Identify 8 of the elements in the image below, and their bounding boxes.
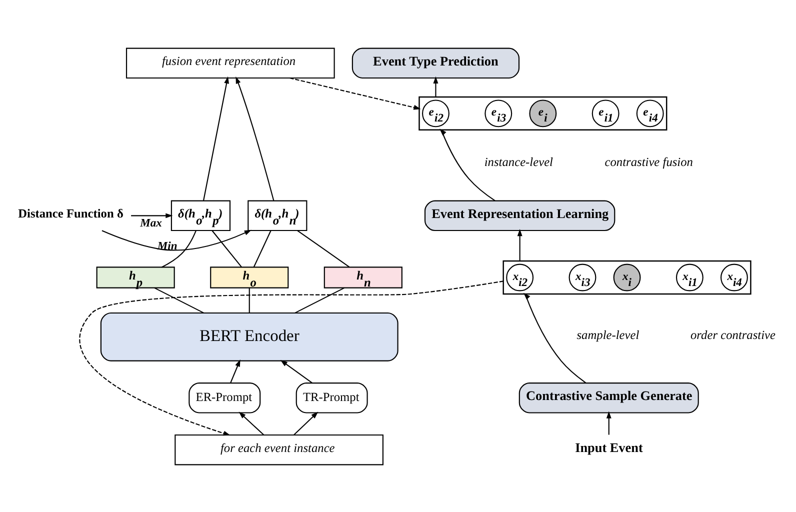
label: contrastive fusion: [604, 154, 693, 168]
label: instance-level: [484, 154, 554, 168]
label: order contrastive: [690, 327, 776, 342]
label: sample-level: [576, 327, 640, 342]
node-text: Distance Function δ: [18, 206, 124, 220]
node-text: Input Event: [575, 440, 643, 455]
edge-label: Max: [140, 217, 162, 230]
edge-label: Min: [157, 240, 178, 252]
